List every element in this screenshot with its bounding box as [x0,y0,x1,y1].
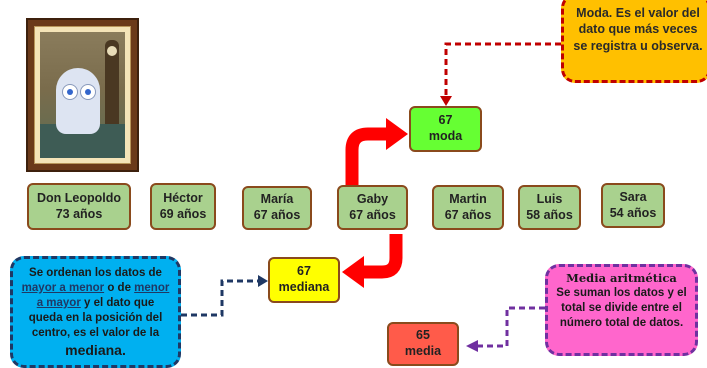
person-name: María [260,192,294,207]
person-name: Gaby [356,191,389,206]
arrow-up-to-moda-icon [345,127,388,186]
character-right-eye [80,84,96,100]
mediana-callout-connector [181,279,260,317]
person-card-hector: Héctor 69 años [150,183,216,230]
moda-label: moda [428,129,463,143]
character-left-eye [62,84,78,100]
person-age: 67 años [253,208,301,222]
menor-a-mayor-link[interactable]: menor a mayor [36,281,170,309]
mediana-emphasis: mediana. [65,341,126,358]
moda-result-box: 67 moda [409,106,482,152]
person-card-luis: Luis 58 años [518,185,581,230]
person-name: Luis [536,191,563,206]
moda-definition-text: Moda. Es el valor del dato que más veces… [573,6,703,53]
moda-connector-arrowhead [440,96,452,106]
framed-portrait [26,18,139,172]
media-value: 65 [416,328,430,343]
media-definition-heading: Media aritmética [566,271,677,285]
arrow-down-to-mediana-icon [362,234,403,279]
person-age: 67 años [349,207,396,222]
person-age: 67 años [444,207,492,222]
person-card-maria: María 67 años [242,186,312,230]
character-body [56,68,100,134]
mediana-definition-callout: Se ordenan los datos de mayor a menor o … [10,256,181,368]
person-age: 73 años [55,206,103,221]
person-age: 54 años [609,205,657,220]
media-callout-connector [476,306,545,348]
mayor-a-menor-link[interactable]: mayor a menor [21,281,105,294]
mediana-value: 67 [297,264,311,279]
media-label: media [404,344,442,358]
media-definition-callout: Media aritmética Se suman los datos y el… [545,264,698,356]
person-age: 69 años [159,206,207,221]
person-age: 58 años [526,207,573,222]
moda-callout-connector [444,42,561,100]
mediana-label: mediana [278,280,330,294]
person-name: Martin [449,191,487,206]
media-definition-text: Se suman los datos y el total se divide … [556,286,687,329]
person-name: Don Leopoldo [36,190,121,205]
moda-value: 67 [438,113,453,128]
moda-definition-callout: Moda. Es el valor del dato que más veces… [561,0,707,83]
grandfather-clock-icon [105,40,119,132]
person-card-don-leopoldo: Don Leopoldo 73 años [27,183,131,230]
person-name: Sara [619,189,647,204]
person-card-martin: Martin 67 años [432,185,504,230]
media-connector-arrowhead [466,340,478,352]
mediana-result-box: 67 mediana [268,257,340,303]
portrait-character-icon [40,32,125,158]
person-name: Héctor [163,190,203,205]
person-card-gaby: Gaby 67 años [337,185,408,230]
media-result-box: 65 media [387,322,459,366]
mediana-connector-arrowhead [258,275,268,287]
person-card-sara: Sara 54 años [601,183,665,228]
